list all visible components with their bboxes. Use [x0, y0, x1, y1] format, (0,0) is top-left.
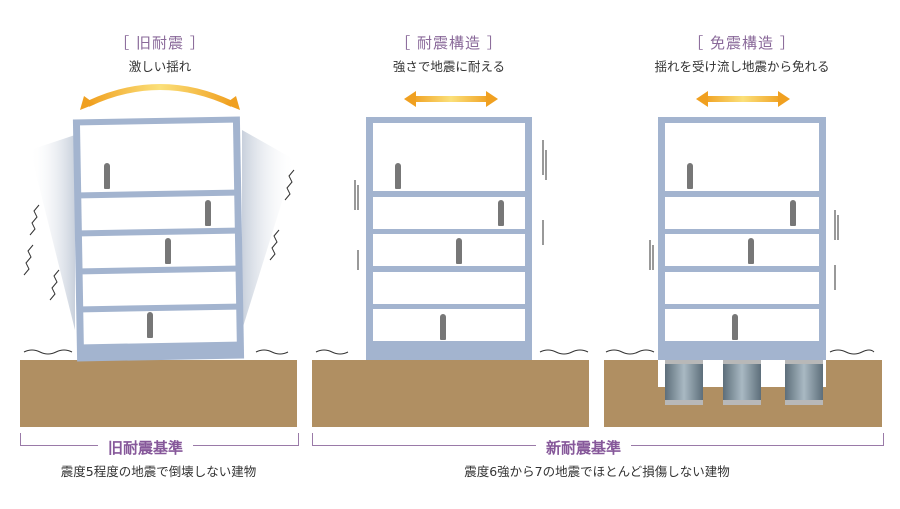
person-icon — [205, 200, 211, 226]
isolator-icon — [723, 359, 761, 405]
person-icon — [732, 314, 738, 340]
shake-lines — [23, 140, 875, 355]
person-icon — [456, 238, 462, 264]
person-icon — [687, 163, 693, 189]
sway-shadow-right — [242, 130, 295, 330]
person-icon — [440, 314, 446, 340]
standard-old-description: 震度5程度の地震で倒壊しない建物 — [60, 464, 257, 479]
person-icon — [395, 163, 401, 189]
person-icon — [790, 200, 796, 226]
straight-arrow-isolation — [696, 91, 790, 107]
panel-subtitle-old: 激しい揺れ — [128, 59, 192, 74]
standard-old-label: 旧耐震基準 — [98, 437, 194, 458]
person-icon — [165, 238, 171, 264]
straight-arrow-seismic — [404, 91, 498, 107]
panel-subtitle-seismic: 強さで地震に耐える — [392, 59, 506, 74]
building-isolation — [658, 117, 826, 360]
building-seismic — [366, 117, 532, 360]
sway-shadow-left — [30, 135, 75, 330]
person-icon — [498, 200, 504, 226]
person-icon — [104, 163, 110, 189]
panel-title-isolation: ［ 免震構造 ］ — [688, 34, 796, 52]
isolator-icon — [785, 359, 823, 405]
standard-new-description: 震度6強から7の地震でほとんど損傷しない建物 — [464, 464, 730, 479]
person-icon — [748, 238, 754, 264]
curved-arrow — [86, 84, 234, 107]
standard-new-label: 新耐震基準 — [536, 437, 632, 458]
building-old — [72, 116, 245, 362]
panel-title-seismic: ［ 耐震構造 ］ — [395, 34, 503, 52]
ground-old — [20, 360, 297, 427]
person-icon — [147, 312, 153, 338]
panel-subtitle-isolation: 揺れを受け流し地震から免れる — [654, 59, 830, 74]
panel-title-old: ［ 旧耐震 ］ — [114, 34, 206, 52]
isolator-icon — [665, 359, 703, 405]
ground-seismic — [312, 360, 589, 427]
